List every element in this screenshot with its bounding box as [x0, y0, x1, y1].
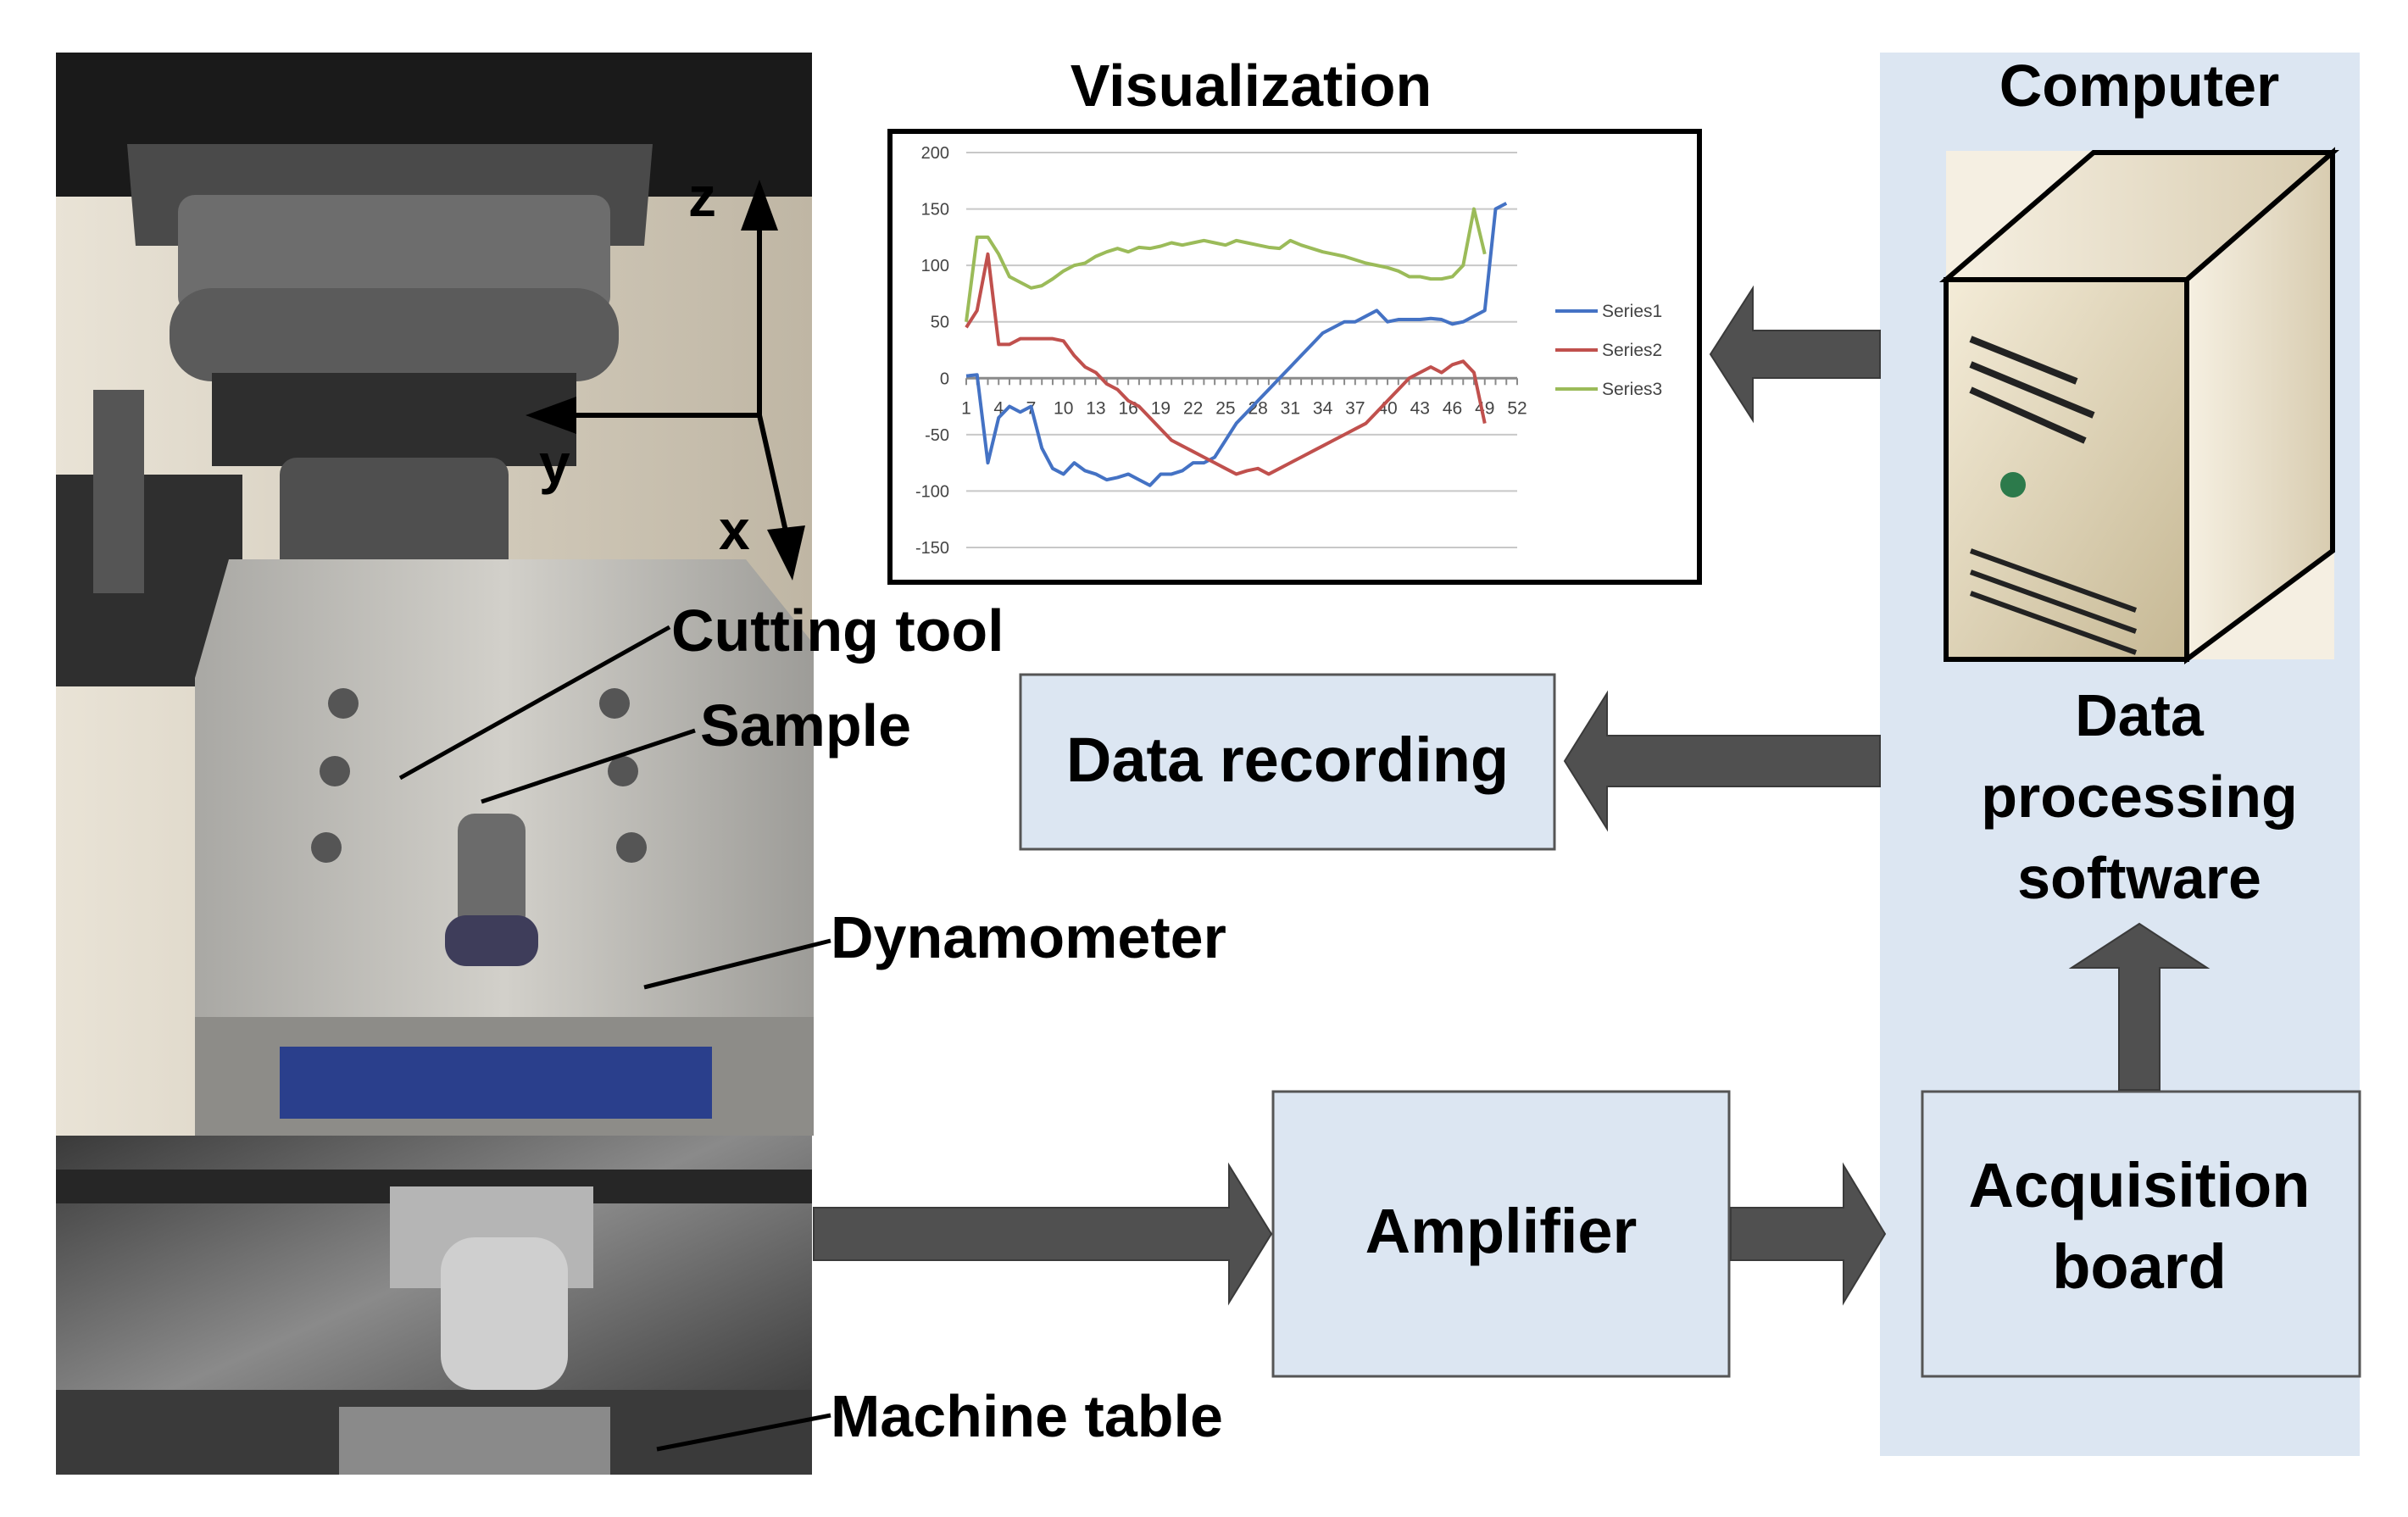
x-axis-arrowhead: [767, 525, 805, 581]
x-tick-label: 28: [1248, 398, 1267, 418]
x-tick-label: 46: [1443, 398, 1462, 418]
y-tick-label: 200: [921, 144, 949, 163]
processing-software-line3: software: [2017, 845, 2261, 911]
arrow-acquisition-to-software: [2068, 922, 2211, 1091]
amplifier-box: [1271, 1090, 1731, 1378]
y-tick-label: -100: [915, 482, 949, 501]
x-tick-label: 13: [1086, 398, 1105, 418]
processing-software-line1: Data: [2075, 682, 2205, 748]
x-tick-label: 10: [1054, 398, 1073, 418]
data-recording-box: [1019, 673, 1556, 851]
machine-table-label: Machine table: [831, 1383, 1223, 1449]
computer-tower-icon: [1938, 147, 2340, 664]
series-line-1: [965, 202, 1508, 487]
x-tick-label: 1: [961, 398, 971, 418]
arrow-dynamometer-to-amplifier: [813, 1162, 1273, 1306]
callout-lines: [398, 625, 831, 1452]
x-tick-label: 43: [1410, 398, 1430, 418]
processing-software-line2: processing: [1981, 764, 2297, 830]
cutting-tool-label: Cutting tool: [671, 597, 1004, 664]
x-axis-label: x: [719, 498, 750, 561]
y-tick-label: -50: [925, 426, 949, 445]
acquisition-label-line1: Acquisition: [1969, 1150, 2311, 1220]
x-tick-label: 19: [1151, 398, 1171, 418]
y-tick-label: 150: [921, 201, 949, 219]
x-tick-label: 40: [1377, 398, 1397, 418]
computer-title: Computer: [1999, 53, 2280, 119]
x-tick-label: 31: [1281, 398, 1300, 418]
series-line-3: [965, 207, 1487, 322]
x-tick-label: 49: [1475, 398, 1494, 418]
dynamometer-label: Dynamometer: [831, 904, 1226, 970]
z-axis-arrowhead: [741, 180, 778, 231]
series-line-2: [965, 252, 1487, 476]
arrow-computer-to-visualization: [1709, 285, 1881, 424]
legend-label-3: Series3: [1602, 380, 1662, 399]
x-tick-label: 37: [1345, 398, 1365, 418]
data-recording-label: Data recording: [1066, 725, 1509, 795]
acquisition-label-line2: board: [2052, 1231, 2227, 1302]
y-tick-label: -150: [915, 539, 949, 558]
x-tick-label: 52: [1507, 398, 1527, 418]
acquisition-board-box: [1921, 1090, 2361, 1378]
coordinate-axes: [559, 217, 791, 543]
x-tick-label: 34: [1313, 398, 1333, 418]
visualization-title: Visualization: [1071, 53, 1432, 119]
chart-frame: [887, 129, 1702, 585]
sample-label: Sample: [700, 692, 911, 758]
legend-label-2: Series2: [1602, 341, 1662, 360]
legend-label-1: Series1: [1602, 302, 1662, 321]
x-tick-label: 22: [1183, 398, 1203, 418]
z-axis-label: z: [688, 165, 716, 228]
y-tick-label: 0: [940, 370, 949, 388]
y-tick-label: 50: [931, 314, 949, 332]
amplifier-label: Amplifier: [1365, 1196, 1638, 1266]
arrow-computer-to-recording: [1563, 690, 1881, 832]
arrow-amplifier-to-acquisition: [1730, 1162, 1887, 1306]
machine-photo: [56, 53, 814, 1475]
x-tick-label: 25: [1215, 398, 1235, 418]
y-axis-label: y: [539, 432, 570, 495]
y-axis-arrowhead: [526, 397, 576, 434]
y-tick-label: 100: [921, 257, 949, 275]
